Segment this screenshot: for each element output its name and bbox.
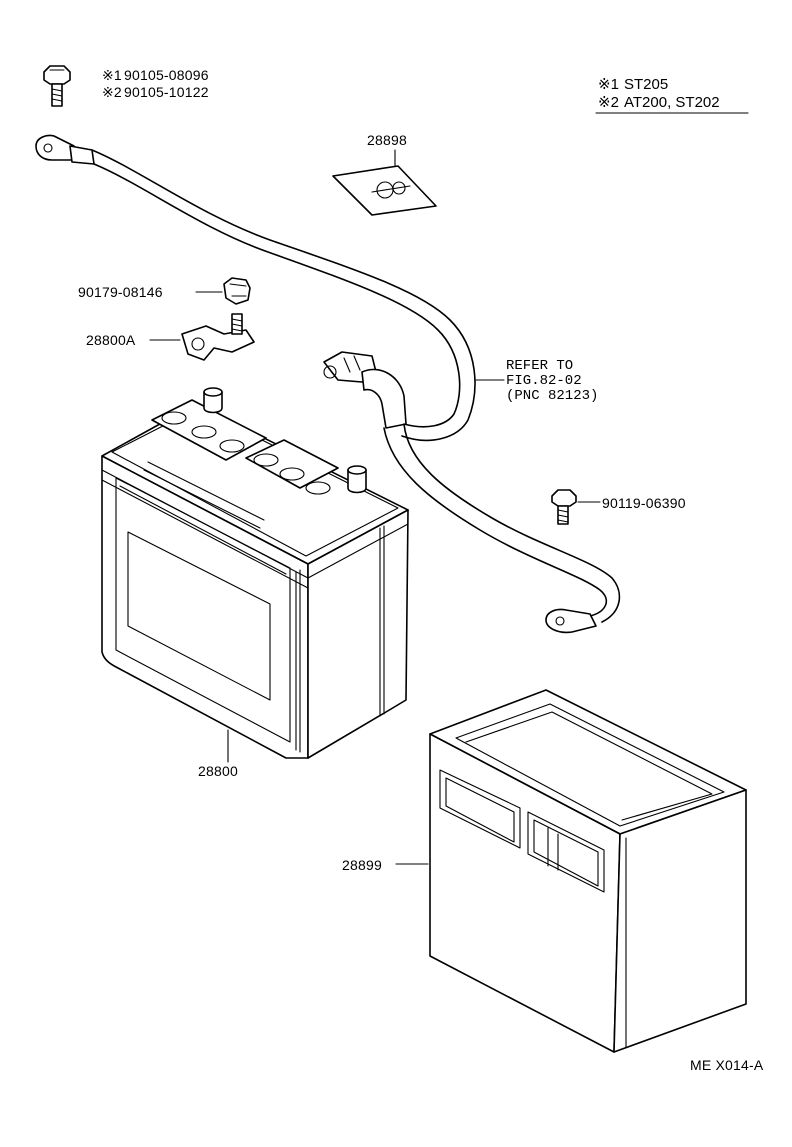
cable-ref-line2: FIG.82-02 bbox=[506, 373, 582, 389]
cable-ref-line1: REFER TO bbox=[506, 358, 573, 374]
legend-mark-2: ※2 bbox=[598, 94, 619, 111]
battery-28800 bbox=[101, 387, 409, 759]
legend-mark-1: ※1 bbox=[598, 76, 619, 93]
callout-battery: 28800 bbox=[198, 763, 238, 779]
legend-text-2: AT200, ST202 bbox=[624, 94, 720, 111]
callout-sticker: 28898 bbox=[367, 132, 407, 148]
clamp-icon bbox=[181, 313, 255, 361]
nut-icon bbox=[223, 277, 251, 305]
bolt-mark-1: ※1 bbox=[102, 67, 122, 83]
bolt-icon-right bbox=[551, 489, 577, 525]
bolt-mark-2: ※2 bbox=[102, 84, 122, 100]
bolt-icon-top-left bbox=[43, 65, 71, 107]
callout-clamp: 28800A bbox=[86, 332, 136, 348]
callout-tray: 28899 bbox=[342, 857, 382, 873]
callout-bolt-right: 90119-06390 bbox=[602, 495, 686, 511]
legend-text-1: ST205 bbox=[624, 76, 668, 93]
callout-nut: 90179-08146 bbox=[78, 284, 163, 300]
battery-cable bbox=[35, 134, 621, 634]
diagram-code: ME X014-A bbox=[690, 1057, 764, 1073]
bolt-part-2: 90105-10122 bbox=[124, 84, 209, 100]
battery-tray-28899 bbox=[429, 689, 747, 1053]
bolt-part-1: 90105-08096 bbox=[124, 67, 209, 83]
sticker-label-icon bbox=[332, 165, 437, 216]
cable-ref-line3: (PNC 82123) bbox=[506, 388, 598, 404]
